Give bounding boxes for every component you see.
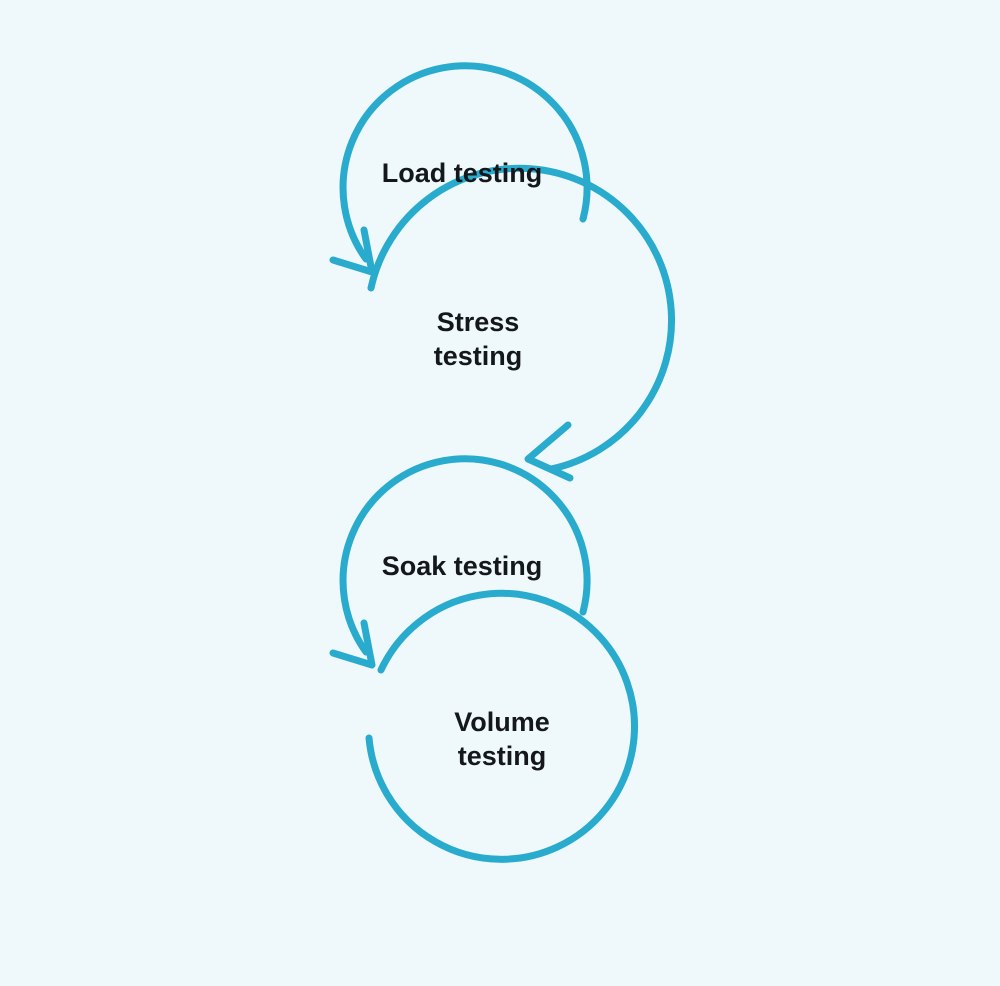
arrow-soak-to-volume-icon <box>329 619 376 669</box>
stage-label-soak-testing: Soak testing <box>381 551 543 581</box>
load-testing-arc-path <box>339 62 591 263</box>
stress-testing-arc-path <box>367 164 675 473</box>
volume-testing-arc-path <box>365 589 638 863</box>
stage-label-stress-testing: Stress testing <box>433 307 523 371</box>
stage-label-volume-testing: Volume testing <box>454 707 550 771</box>
stage-arc-stress-testing <box>367 164 675 482</box>
soak-testing-arc-path <box>339 455 591 656</box>
stage-arc-soak-testing <box>329 455 591 669</box>
stage-label-load-testing: Load testing <box>381 158 543 188</box>
arrow-stress-to-soak-icon <box>524 421 574 482</box>
stage-arc-volume-testing <box>365 589 638 863</box>
